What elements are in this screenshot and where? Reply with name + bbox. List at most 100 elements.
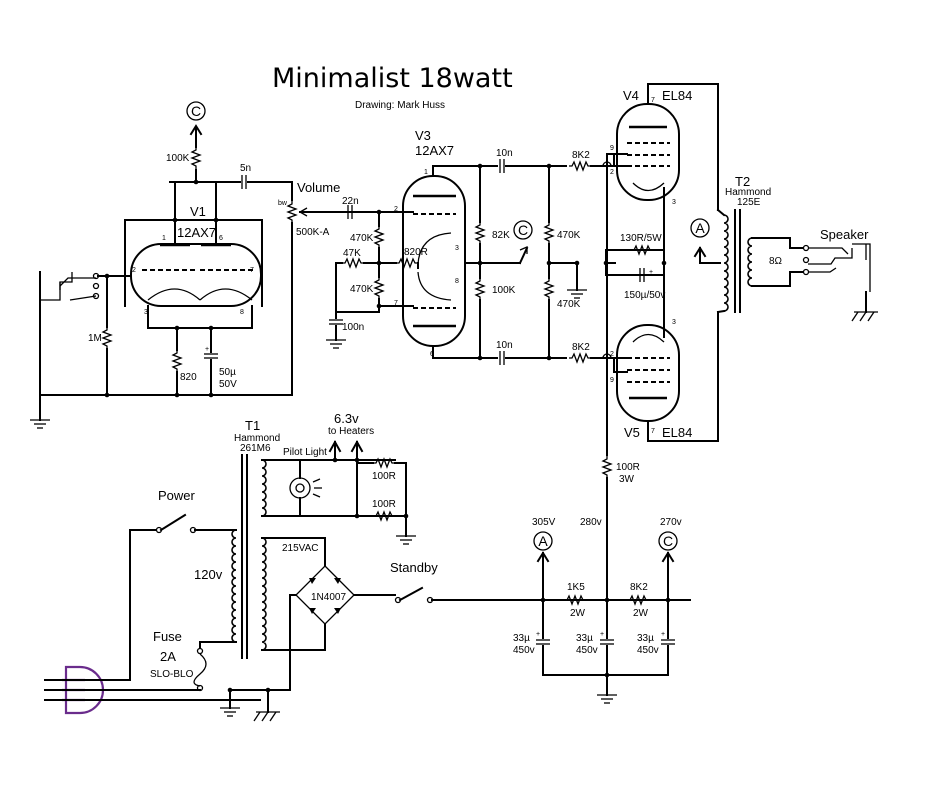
v3-type: 12AX7	[415, 143, 454, 158]
speaker-jack	[808, 243, 871, 313]
svg-text:8Ω: 8Ω	[769, 256, 783, 267]
svg-text:to Heaters: to Heaters	[328, 426, 374, 437]
svg-text:8: 8	[455, 278, 459, 285]
svg-text:7: 7	[651, 97, 655, 104]
svg-text:7: 7	[394, 300, 398, 307]
svg-text:130R/5W: 130R/5W	[620, 233, 662, 244]
svg-text:50V: 50V	[219, 379, 237, 390]
page-title: Minimalist 18watt	[272, 63, 513, 94]
tube-v1: 1 6 2 7 3 8	[130, 235, 262, 316]
cap-5n	[241, 174, 247, 190]
resistor-47k	[341, 258, 365, 268]
svg-text:100R: 100R	[372, 471, 396, 482]
chassis-ground	[851, 311, 879, 322]
svg-text:22n: 22n	[342, 196, 359, 207]
ground-symbol	[219, 707, 241, 717]
svg-text:100n: 100n	[342, 322, 364, 333]
svg-text:500K-A: 500K-A	[296, 227, 330, 238]
svg-text:470K: 470K	[557, 230, 581, 241]
v3-label: V3	[415, 128, 431, 143]
svg-text:9: 9	[610, 377, 614, 384]
svg-text:C: C	[191, 103, 201, 119]
svg-text:5n: 5n	[240, 163, 251, 174]
svg-text:820R: 820R	[404, 247, 428, 258]
svg-text:280v: 280v	[580, 517, 602, 528]
svg-text:10n: 10n	[496, 340, 513, 351]
ground-symbol	[596, 694, 618, 704]
svg-text:3: 3	[672, 199, 676, 206]
svg-text:470K: 470K	[350, 284, 374, 295]
v4-label: V4	[623, 88, 639, 103]
chassis-ground	[253, 711, 281, 722]
svg-text:3: 3	[455, 245, 459, 252]
pilot-light	[289, 477, 311, 499]
cap-33u-a	[535, 639, 551, 645]
svg-text:Hammond: Hammond	[725, 187, 771, 198]
svg-text:2W: 2W	[633, 608, 649, 619]
svg-text:10n: 10n	[496, 148, 513, 159]
svg-text:47K: 47K	[343, 248, 361, 259]
svg-text:150µ/50v: 150µ/50v	[624, 290, 665, 301]
svg-text:A: A	[695, 220, 705, 236]
v4-type: EL84	[662, 88, 692, 103]
drawing-credit: Drawing: Mark Huss	[355, 100, 445, 111]
svg-text:A: A	[538, 533, 548, 549]
svg-text:+: +	[661, 631, 665, 638]
svg-text:bw: bw	[278, 200, 288, 207]
svg-text:3: 3	[144, 309, 148, 316]
svg-text:100K: 100K	[166, 153, 190, 164]
svg-text:1N4007: 1N4007	[311, 592, 346, 603]
ground-symbol	[29, 419, 51, 429]
resistor-82k	[475, 221, 485, 245]
svg-text:2: 2	[610, 351, 614, 358]
svg-text:+: +	[649, 269, 653, 276]
resistor-820r	[395, 258, 419, 268]
volume-label: Volume	[297, 180, 340, 195]
svg-text:82K: 82K	[492, 230, 510, 241]
resistor-100k-mid	[475, 277, 485, 301]
resistor-100r-3w	[602, 455, 612, 479]
resistor-8k2-top	[568, 161, 592, 171]
svg-text:9: 9	[610, 145, 614, 152]
transformer-t2	[723, 209, 753, 313]
svg-text:305V: 305V	[532, 517, 556, 528]
resistor-1m	[102, 326, 112, 350]
tube-v5: 3 2 9 7	[610, 319, 680, 435]
svg-text:33µ: 33µ	[637, 633, 654, 644]
svg-text:470K: 470K	[557, 299, 581, 310]
svg-text:7: 7	[651, 428, 655, 435]
resistor-820	[172, 349, 182, 373]
power-label: Power	[158, 488, 196, 503]
marker-a-psu	[533, 531, 553, 551]
cap-100n	[328, 319, 344, 325]
svg-text:100R: 100R	[372, 499, 396, 510]
ground-symbol	[566, 289, 588, 299]
svg-text:8K2: 8K2	[572, 342, 590, 353]
input-jack	[39, 271, 100, 396]
transformer-t1	[231, 454, 267, 659]
svg-text:+: +	[600, 631, 604, 638]
svg-text:1: 1	[162, 235, 166, 242]
cap-33u-b	[599, 639, 615, 645]
ground-symbol	[395, 535, 417, 545]
svg-text:2: 2	[610, 169, 614, 176]
svg-text:33µ: 33µ	[513, 633, 530, 644]
svg-text:+: +	[205, 346, 209, 353]
svg-text:450v: 450v	[576, 645, 598, 656]
marker-c-v3	[513, 220, 533, 240]
svg-text:450v: 450v	[637, 645, 659, 656]
resistor-470k-a	[374, 225, 384, 249]
svg-text:3W: 3W	[619, 474, 635, 485]
svg-text:8K2: 8K2	[572, 150, 590, 161]
v5-label: V5	[624, 425, 640, 440]
t1-label: T1	[245, 418, 260, 433]
svg-text:33µ: 33µ	[576, 633, 593, 644]
svg-text:Pilot Light: Pilot Light	[283, 447, 327, 458]
svg-text:7: 7	[250, 267, 254, 274]
svg-text:470K: 470K	[350, 233, 374, 244]
svg-text:8: 8	[240, 309, 244, 316]
svg-text:3: 3	[672, 319, 676, 326]
marker-c-v1	[186, 101, 206, 121]
v1-type: 12AX7	[177, 225, 216, 240]
svg-text:1K5: 1K5	[567, 582, 585, 593]
